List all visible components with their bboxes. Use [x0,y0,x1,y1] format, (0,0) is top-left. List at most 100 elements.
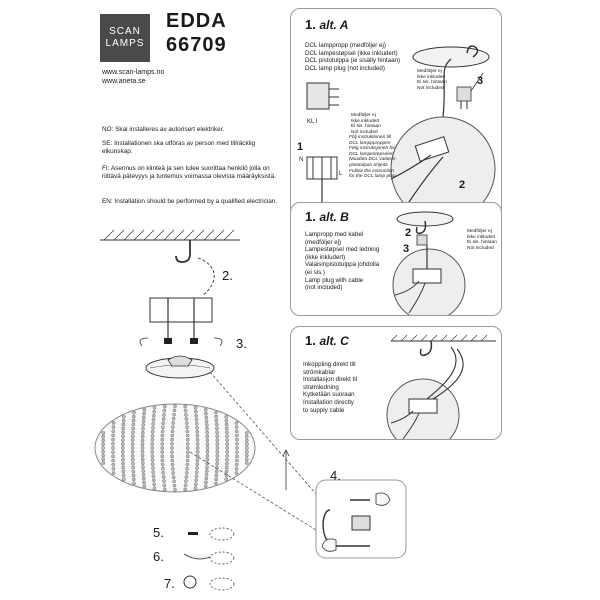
crystal-bead [160,446,164,450]
crystal-bead [132,477,136,482]
warning-se: SE: Installationen ska utföras av person… [102,140,256,155]
crystal-bead [131,473,136,478]
panel-c-number: 1. alt. C [305,333,349,348]
crystal-bead [205,465,209,470]
crystal-bead [130,454,135,458]
crystal-bead [151,474,156,479]
crystal-bead [122,414,126,419]
crystal-bead [111,462,116,467]
assembly-drawing [94,229,407,591]
panel-b-number: 1. alt. B [305,209,349,224]
crystal-bead [171,475,176,480]
crystal-bead [215,434,219,438]
crystal-bead [152,409,156,414]
panel-a-line: DCL lampestøpsel (ikke inkludert) [305,49,398,57]
crystal-bead [162,479,166,483]
crystal-bead [101,449,105,454]
crystal-bead [101,442,105,446]
crystal-bead [195,442,200,446]
crystal-bead [161,466,165,471]
crystal-bead [245,449,249,454]
crystal-bead [195,462,200,466]
crystal-bead [121,430,125,435]
crystal-bead [214,481,218,486]
crystal-bead [185,462,190,467]
crystal-bead [215,430,219,435]
crystal-bead [151,470,155,475]
crystal-bead [195,450,200,454]
crystal-bead [215,450,220,454]
crystal-bead [215,442,220,446]
panel-a-wire-l: L [339,171,343,177]
crystal-bead [185,471,189,475]
crystal-bead [205,449,210,454]
crystal-bead [141,426,145,431]
crystal-bead [150,430,155,434]
crystal-bead [121,446,125,450]
crystal-bead [152,486,157,491]
panel-a-number: 1. alt. A [305,17,349,32]
crystal-bead [150,454,155,458]
panel-a-line: DCL pistotulppa (ei sisälly hintaan) [305,57,401,65]
crystal-bead [214,410,218,415]
product-number: 66709 [166,34,227,56]
crystal-bead [171,467,175,471]
crystal-bead [185,425,189,430]
crystal-bead [214,418,219,423]
crystal-bead [171,416,176,421]
crystal-bead [183,487,187,492]
crystal-bead [194,413,198,418]
crystal-bead [215,461,219,466]
panel-alt-b: 1. alt. B Lampropp med kabel(medföljer e… [290,202,502,316]
crystal-bead [170,441,174,446]
crystal-bead [234,425,239,429]
crystal-bead [214,477,218,482]
crystal-bead [131,422,136,427]
crystal-bead [142,484,147,489]
crystal-bead [111,421,116,425]
warning-fi: FI: Asennus on kiinteä ja sen tulee suor… [102,165,277,180]
crystal-bead [142,480,146,485]
crystal-bead [130,446,135,450]
crystal-bead [172,483,177,488]
crystal-bead [131,434,135,438]
crystal-bead [195,430,200,434]
panel-b-alt: alt. B [319,210,349,224]
crystal-bead [214,473,219,478]
crystal-bead [160,454,165,459]
crystal-bead [225,461,229,466]
crystal-bead [121,469,126,474]
crystal-bead [141,461,145,466]
crystal-bead [101,431,106,435]
crystal-bead [203,484,208,489]
crystal-bead [161,475,166,479]
crystal-bead [194,474,199,479]
crystal-bead [131,461,135,466]
crystal-bead [150,450,155,454]
crystal-bead [121,426,126,431]
crystal-bead [204,472,209,477]
crystal-bead [141,419,146,423]
crystal-bead [121,457,125,462]
crystal-bead [171,425,175,429]
crystal-bead [131,465,135,470]
crystal-bead [173,487,177,492]
crystal-bead [234,429,239,434]
crystal-bead [224,469,229,474]
crystal-bead [193,486,198,491]
crystal-bead [141,430,145,435]
crystal-bead [141,465,145,470]
crystal-bead [186,446,190,450]
crystal-bead [152,405,157,410]
crystal-bead [225,446,229,450]
crystal-bead [205,453,210,458]
crystal-bead [161,425,165,430]
crystal-bead [194,409,198,414]
logo-line-1: SCAN [109,26,141,37]
crystal-bead [173,404,177,408]
crystal-bead [195,421,199,426]
crystal-bead [142,411,146,416]
